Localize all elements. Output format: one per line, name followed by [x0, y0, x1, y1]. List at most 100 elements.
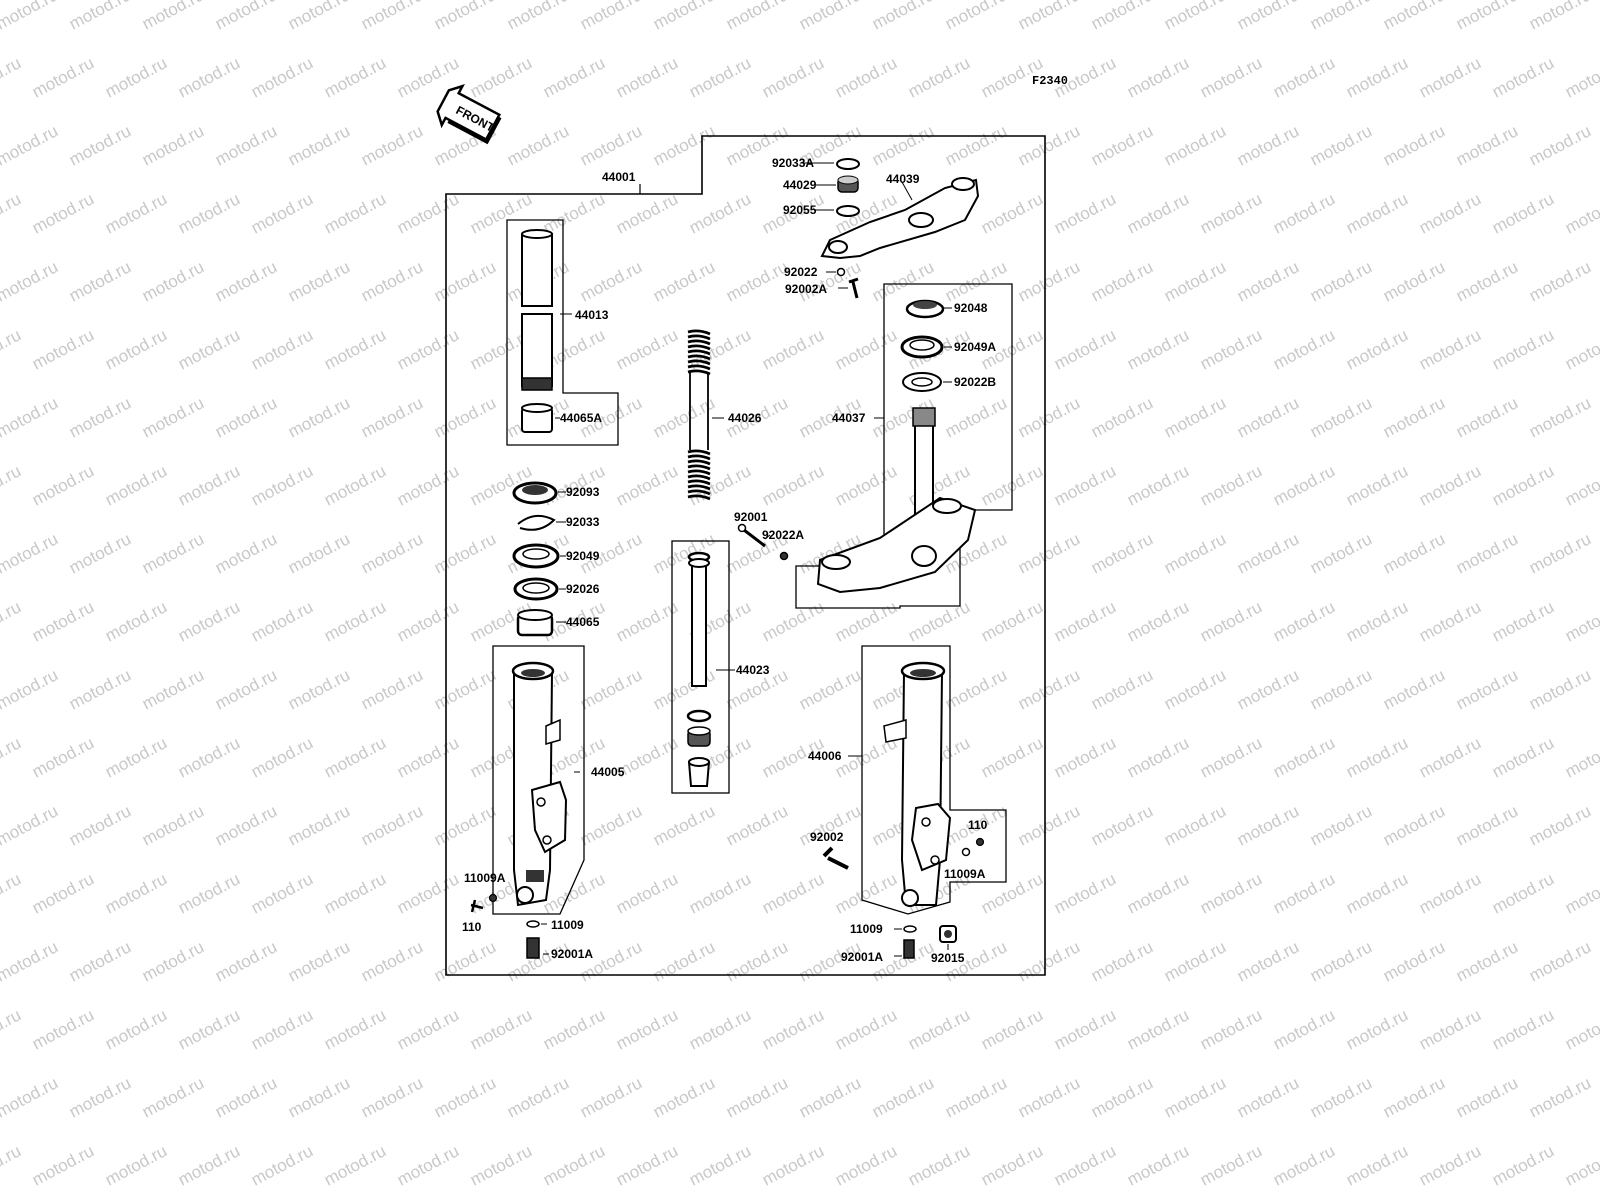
label-92033: 92033	[566, 515, 600, 529]
watermark-text: motod.ru	[540, 869, 608, 917]
watermark-text: motod.ru	[467, 189, 535, 237]
watermark-text: motod.ru	[1015, 393, 1083, 441]
washer-11009-left	[526, 920, 540, 928]
watermark-text: motod.ru	[248, 869, 316, 917]
watermark-text: motod.ru	[0, 869, 24, 917]
watermark-text: motod.ru	[759, 53, 827, 101]
watermark-text: motod.ru	[358, 0, 426, 34]
watermark-text: motod.ru	[1489, 1141, 1557, 1189]
watermark-text: motod.ru	[1270, 869, 1338, 917]
watermark-text: motod.ru	[1051, 325, 1119, 373]
watermark-text: motod.ru	[796, 0, 864, 34]
watermark-text: motod.ru	[1380, 1073, 1448, 1121]
label-92001: 92001	[734, 510, 768, 524]
label-44006: 44006	[808, 749, 842, 763]
watermark-text: motod.ru	[1453, 937, 1521, 985]
label-92015: 92015	[931, 951, 965, 965]
watermark-text: motod.ru	[1416, 597, 1484, 645]
watermark-text: motod.ru	[1051, 1141, 1119, 1189]
watermark-text: motod.ru	[1051, 1005, 1119, 1053]
label-11009A-left: 11009A	[464, 871, 506, 885]
watermark-text: motod.ru	[1526, 529, 1594, 577]
fork-spring-group: 44026	[687, 329, 762, 501]
watermark-text: motod.ru	[102, 53, 170, 101]
label-92093: 92093	[566, 485, 600, 499]
watermark-text: motod.ru	[905, 1005, 973, 1053]
watermark-text: motod.ru	[175, 869, 243, 917]
watermark-text: motod.ru	[1197, 869, 1265, 917]
watermark-text: motod.ru	[358, 1073, 426, 1121]
spring-coil	[687, 329, 711, 376]
watermark-text: motod.ru	[394, 1141, 462, 1189]
watermark-text: motod.ru	[650, 1073, 718, 1121]
watermark-text: motod.ru	[577, 665, 645, 713]
watermark-text: motod.ru	[832, 1005, 900, 1053]
watermark-text: motod.ru	[358, 121, 426, 169]
watermark-text: motod.ru	[321, 869, 389, 917]
watermark-text: motod.ru	[1562, 53, 1600, 101]
watermark-text: motod.ru	[1088, 1073, 1156, 1121]
watermark-text: motod.ru	[1380, 0, 1448, 34]
watermark-text: motod.ru	[832, 53, 900, 101]
watermark-text: motod.ru	[759, 869, 827, 917]
watermark-text: motod.ru	[1380, 937, 1448, 985]
watermark-text: motod.ru	[1270, 53, 1338, 101]
watermark-text: motod.ru	[1489, 597, 1557, 645]
watermark-text: motod.ru	[1453, 665, 1521, 713]
watermark-text: motod.ru	[1489, 53, 1557, 101]
watermark-text: motod.ru	[29, 325, 97, 373]
watermark-text: motod.ru	[394, 597, 462, 645]
watermark-text: motod.ru	[175, 1141, 243, 1189]
watermark-text: motod.ru	[1124, 597, 1192, 645]
watermark-text: motod.ru	[1015, 529, 1083, 577]
watermark-text: motod.ru	[613, 189, 681, 237]
watermark-text: motod.ru	[248, 189, 316, 237]
bolt-110-right	[975, 837, 985, 847]
watermark-text: motod.ru	[1416, 1141, 1484, 1189]
watermark-text: motod.ru	[139, 665, 207, 713]
watermark-text: motod.ru	[1343, 53, 1411, 101]
watermark-text: motod.ru	[0, 1141, 24, 1189]
washer-92022	[836, 267, 846, 277]
watermark-text: motod.ru	[139, 529, 207, 577]
watermark-text: motod.ru	[650, 937, 718, 985]
watermark-text: motod.ru	[1562, 325, 1600, 373]
watermark-text: motod.ru	[175, 325, 243, 373]
bolt-110-left	[470, 899, 484, 913]
watermark-text: motod.ru	[1307, 1073, 1375, 1121]
watermark-text: motod.ru	[1453, 529, 1521, 577]
watermark-text: motod.ru	[832, 1141, 900, 1189]
bolt-92001A-right	[903, 939, 915, 959]
bolt-92002A	[848, 277, 859, 299]
watermark-text: motod.ru	[905, 1141, 973, 1189]
bolt-92002	[822, 846, 849, 870]
watermark-text: motod.ru	[0, 121, 61, 169]
watermark-text: motod.ru	[1124, 325, 1192, 373]
watermark-text: motod.ru	[1307, 529, 1375, 577]
watermark-text: motod.ru	[248, 1005, 316, 1053]
watermark-text: motod.ru	[1015, 801, 1083, 849]
watermark-text: motod.ru	[1124, 1005, 1192, 1053]
watermark-text: motod.ru	[1307, 121, 1375, 169]
watermark-text: motod.ru	[650, 121, 718, 169]
watermark-text: motod.ru	[832, 461, 900, 509]
watermark-text: motod.ru	[650, 529, 718, 577]
watermark-text: motod.ru	[212, 0, 280, 34]
watermark-text: motod.ru	[1015, 0, 1083, 34]
damper-rod-44023	[691, 555, 707, 687]
fork-tube-box	[506, 219, 619, 446]
watermark-text: motod.ru	[686, 1005, 754, 1053]
watermark-text: motod.ru	[1453, 121, 1521, 169]
watermark-text: motod.ru	[66, 0, 134, 34]
watermark-text: motod.ru	[796, 665, 864, 713]
watermark-text: motod.ru	[1270, 1141, 1338, 1189]
watermark-text: motod.ru	[1088, 393, 1156, 441]
watermark-text: motod.ru	[1526, 0, 1594, 34]
watermark-text: motod.ru	[102, 325, 170, 373]
label-11009-right: 11009	[850, 922, 883, 936]
watermark-text: motod.ru	[139, 257, 207, 305]
label-92002: 92002	[810, 830, 844, 844]
label-44013: 44013	[575, 308, 609, 322]
watermark-text: motod.ru	[1051, 733, 1119, 781]
watermark-text: motod.ru	[29, 53, 97, 101]
